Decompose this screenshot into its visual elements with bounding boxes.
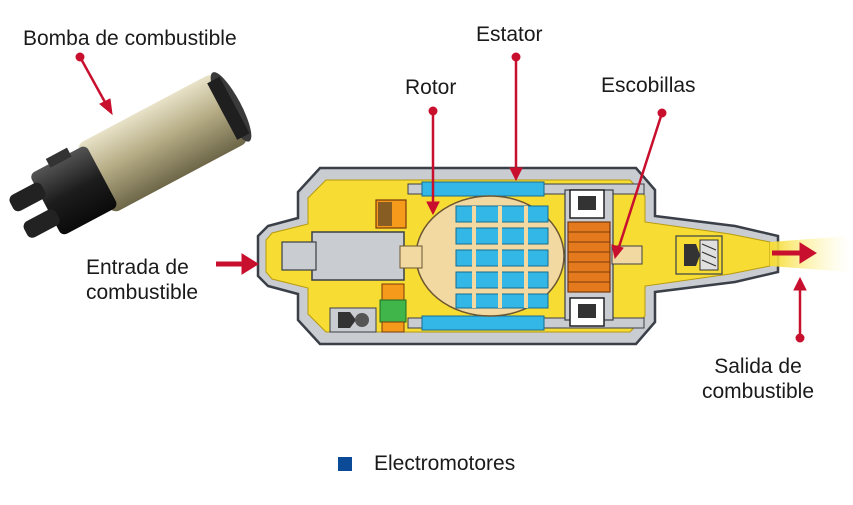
rotor-windings xyxy=(455,205,549,309)
pump-cross-section xyxy=(256,166,850,346)
brushes xyxy=(567,189,611,327)
label-rotor: Rotor xyxy=(405,76,457,99)
pressure-relief-orange xyxy=(381,283,405,301)
pressure-relief-green xyxy=(379,299,407,323)
legend-label: Electromotores xyxy=(374,452,516,475)
legend-swatch xyxy=(338,457,352,471)
callout-arrows xyxy=(75,52,817,343)
label-outlet-line2: combustible xyxy=(701,380,815,403)
inlet-check-valve xyxy=(329,307,377,333)
label-inlet-line2: combustible xyxy=(86,281,199,304)
outlet-check-valve xyxy=(675,235,723,275)
stator-magnet-top xyxy=(421,181,545,197)
label-inlet-line1: Entrada de xyxy=(86,256,189,279)
label-stator: Estator xyxy=(476,23,543,46)
label-outlet: Salida de combustible xyxy=(693,354,823,404)
legend: Electromotores xyxy=(338,452,515,476)
label-pump: Bomba de combustible xyxy=(23,27,237,50)
label-brushes: Escobillas xyxy=(601,74,696,97)
label-inlet: Entrada de combustible xyxy=(86,255,198,305)
fuel-pump-photo xyxy=(9,72,252,238)
stator-magnet-bottom xyxy=(421,315,545,331)
label-outlet-line1: Salida de xyxy=(714,355,802,378)
